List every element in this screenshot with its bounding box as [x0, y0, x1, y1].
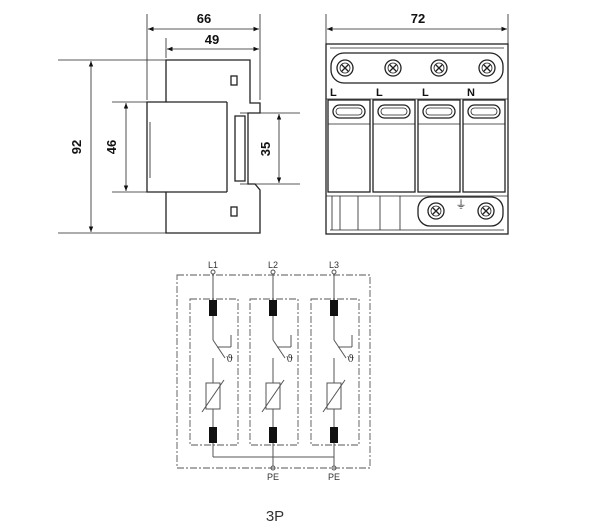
- thermal-icon: ϑ: [286, 354, 293, 365]
- dim-label-66: 66: [197, 11, 211, 26]
- screw-icon: [336, 59, 354, 77]
- screw-icon: [478, 59, 496, 77]
- status-window: [332, 104, 366, 119]
- status-window: [467, 104, 501, 119]
- line-label-l1: L1: [208, 260, 218, 270]
- phase-module-3: ϑ: [310, 269, 360, 466]
- schematic: L1 L2 L3 ϑ: [176, 260, 371, 482]
- dim-label-46: 46: [104, 140, 119, 154]
- screw-icon: [427, 202, 445, 220]
- module-cartridge: [462, 99, 506, 193]
- line-label-l3: L3: [329, 260, 339, 270]
- thermal-icon: ϑ: [226, 354, 233, 365]
- side-view: 66 49 92 46 35: [58, 11, 300, 234]
- screw-icon: [477, 202, 495, 220]
- pe-terminal-block: [417, 196, 504, 227]
- top-screws: [336, 59, 496, 77]
- thermal-icon: ϑ: [347, 354, 354, 365]
- pe-label-2: PE: [328, 472, 340, 482]
- phase-module-1: ϑ: [189, 269, 239, 457]
- line-label-l2: L2: [268, 260, 278, 270]
- front-outline: [325, 43, 509, 235]
- screw-icon: [430, 59, 448, 77]
- module-cartridge: [417, 99, 461, 193]
- terminal-block: [209, 300, 217, 316]
- status-window: [377, 104, 411, 119]
- side-slot-top: [230, 75, 238, 86]
- terminal-block: [330, 427, 338, 443]
- terminal-label-2: L: [376, 87, 383, 99]
- dim-label-92: 92: [69, 140, 84, 154]
- pe-label-1: PE: [267, 472, 279, 482]
- dim-label-49: 49: [205, 32, 219, 47]
- side-body-outline: [146, 59, 261, 234]
- terminal-label-1: L: [330, 87, 337, 99]
- terminal-block: [209, 427, 217, 443]
- terminal-label-3: L: [422, 87, 429, 99]
- module-cartridge: [327, 99, 371, 193]
- terminal-block: [269, 427, 277, 443]
- module-cartridges: [327, 99, 506, 193]
- screw-icon: [384, 59, 402, 77]
- phase-module-2: ϑ: [249, 269, 299, 466]
- dim-label-72: 72: [411, 11, 425, 26]
- front-view: 72 L L L: [325, 11, 509, 235]
- ground-icon: ⏚: [456, 198, 467, 211]
- status-window: [422, 104, 456, 119]
- terminal-label-4: N: [467, 87, 475, 99]
- side-slot-bottom: [230, 206, 238, 217]
- caption: 3P: [266, 508, 284, 525]
- terminal-block: [269, 300, 277, 316]
- dim-label-35: 35: [258, 142, 273, 156]
- module-cartridge: [372, 99, 416, 193]
- terminal-block: [330, 300, 338, 316]
